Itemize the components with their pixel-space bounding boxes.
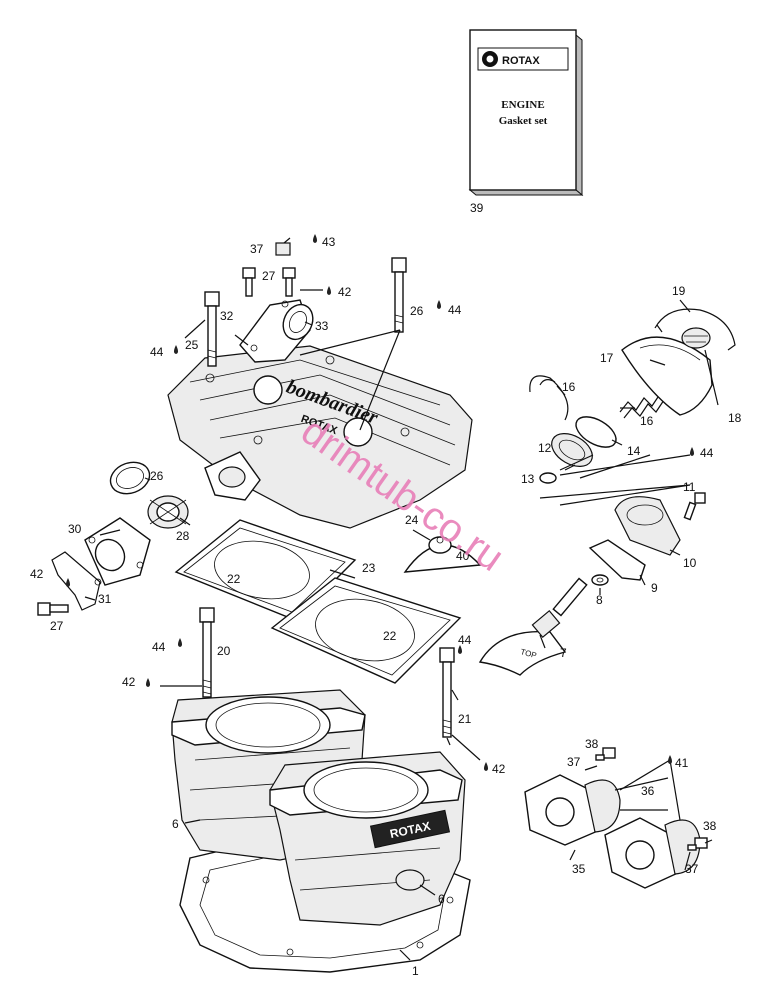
- callout-22b: 22: [383, 629, 397, 643]
- callout-19: 19: [672, 284, 686, 298]
- book-title-line1: ENGINE: [501, 99, 544, 111]
- callout-44c: 44: [152, 640, 166, 654]
- callout-9: 9: [651, 581, 658, 595]
- callout-28: 28: [176, 529, 190, 543]
- washer-13: [539, 472, 557, 484]
- callout-20: 20: [217, 644, 231, 658]
- callout-32: 32: [220, 309, 234, 323]
- callout-8: 8: [596, 593, 603, 607]
- callout-7: 7: [560, 646, 567, 660]
- gasket-9: [588, 539, 646, 581]
- exhaust-socket-text: TOP: [519, 647, 537, 660]
- rave-housing-36-upper: [524, 774, 621, 846]
- callout-42c: 42: [122, 675, 136, 689]
- callout-37a: 37: [250, 242, 264, 256]
- book-title-line2: Gasket set: [499, 115, 548, 127]
- callout-41: 41: [675, 756, 689, 770]
- callout-38b: 38: [703, 819, 717, 833]
- callout-27b: 27: [262, 269, 276, 283]
- callout-24: 24: [405, 513, 419, 527]
- callout-37b: 37: [567, 755, 581, 769]
- callout-17: 17: [600, 351, 614, 365]
- callout-numbers: 1 6 6 7 8 9 10 11 12 13 14 16 16 17 18 1…: [30, 235, 742, 978]
- leader-lines: [84, 237, 719, 961]
- callout-16b: 16: [640, 414, 654, 428]
- callout-12: 12: [538, 441, 552, 455]
- screw-38-top: [595, 747, 616, 761]
- book-brand: ROTAX: [502, 55, 540, 67]
- diaphragm-14: [575, 416, 617, 448]
- callout-25: 25: [185, 338, 199, 352]
- bolt-27-left: [37, 602, 69, 616]
- thermostat-housing-30: [84, 517, 151, 586]
- washer-8: [591, 574, 609, 586]
- callout-37c: 37: [685, 862, 699, 876]
- callout-39: 39: [470, 201, 484, 215]
- gasket-set-book: ROTAX ENGINE Gasket set 39: [468, 29, 584, 215]
- bolt-20: [199, 607, 215, 698]
- spring-clip-16: [529, 375, 569, 421]
- o-ring-26: [109, 461, 151, 495]
- callout-36: 36: [641, 784, 655, 798]
- head-gasket-right: [270, 577, 462, 684]
- bolt-26: [391, 257, 407, 333]
- callout-18: 18: [728, 411, 742, 425]
- callout-1: 1: [412, 964, 419, 978]
- callout-16a: 16: [562, 380, 576, 394]
- callout-11: 11: [683, 480, 696, 494]
- head-gasket-left: [174, 519, 357, 621]
- callout-44e: 44: [700, 446, 714, 460]
- callout-26a: 26: [150, 469, 164, 483]
- piston-12: [551, 433, 593, 467]
- water-outlet-33: [239, 299, 314, 363]
- rotax-logo-icon: [477, 47, 569, 71]
- callout-30: 30: [68, 522, 82, 536]
- bolt-27-pair: [242, 267, 296, 297]
- thermostat-28: [147, 495, 189, 529]
- callout-10: 10: [683, 556, 697, 570]
- callout-43: 43: [322, 235, 336, 249]
- cap-18: [681, 327, 711, 349]
- callout-23: 23: [362, 561, 376, 575]
- bolt-21: [439, 647, 455, 738]
- cover-17: [621, 336, 713, 416]
- bolt-25: [204, 291, 220, 367]
- screw-38-bottom: [687, 837, 708, 851]
- spring-clip-19: [654, 308, 736, 351]
- exhaust-valve-7: TOP: [478, 577, 588, 676]
- callout-42d: 42: [492, 762, 506, 776]
- rave-valve-24: [403, 536, 482, 573]
- bolt-11: [683, 492, 706, 521]
- callout-42b: 42: [30, 567, 44, 581]
- callout-14: 14: [627, 444, 641, 458]
- callout-40: 40: [456, 549, 470, 563]
- callout-38a: 38: [585, 737, 599, 751]
- callout-44b: 44: [448, 303, 462, 317]
- cylinder-right: ROTAX: [269, 751, 466, 926]
- callout-6b: 6: [438, 892, 445, 906]
- callout-33: 33: [315, 319, 329, 333]
- bracket-31: [51, 551, 102, 611]
- callout-27a: 27: [50, 619, 64, 633]
- callout-44d: 44: [458, 633, 472, 647]
- callout-26b: 26: [410, 304, 424, 318]
- bleed-screw-37: [275, 242, 291, 256]
- callout-44a: 44: [150, 345, 164, 359]
- callout-35: 35: [572, 862, 586, 876]
- callout-22a: 22: [227, 572, 241, 586]
- callout-42a: 42: [338, 285, 352, 299]
- callout-31: 31: [98, 592, 112, 606]
- rave-housing-36-lower: [604, 817, 701, 889]
- sealant-drop-icons: [66, 234, 694, 771]
- callout-6a: 6: [172, 817, 179, 831]
- callout-13: 13: [521, 472, 535, 486]
- cylinder-housing-10: [614, 496, 681, 556]
- callout-21: 21: [458, 712, 472, 726]
